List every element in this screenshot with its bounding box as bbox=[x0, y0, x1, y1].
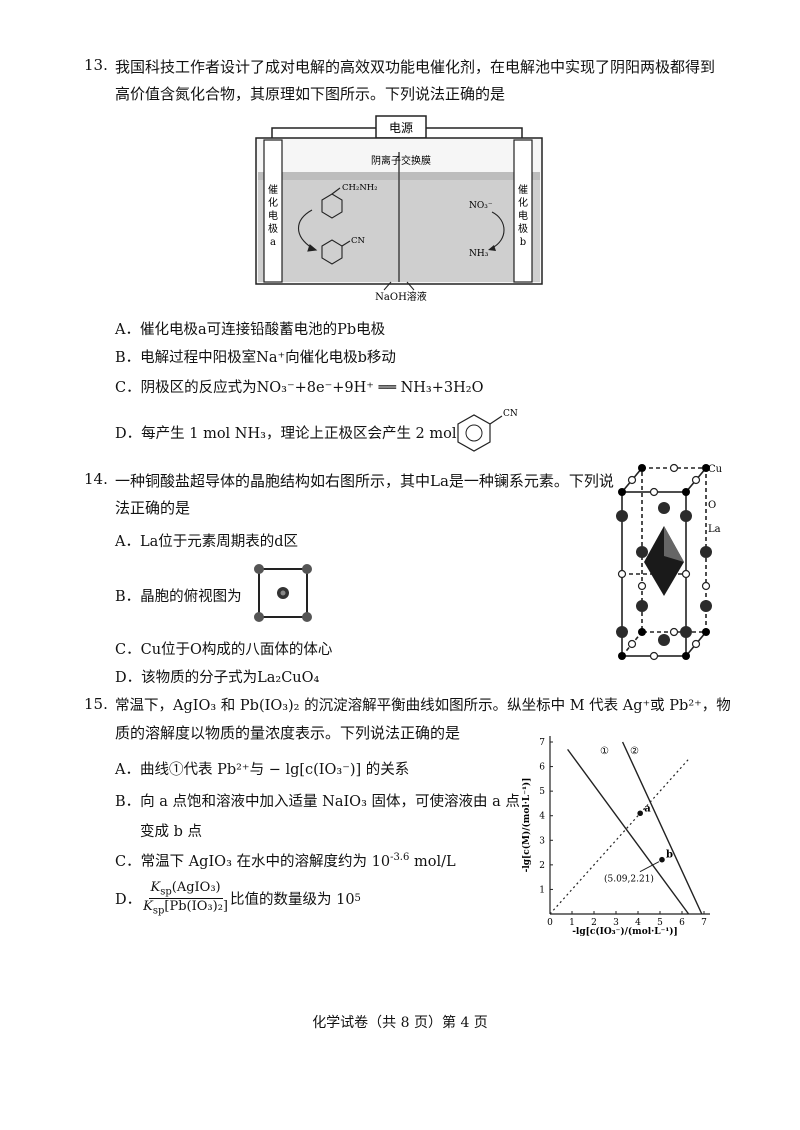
electrode-b-char5: b bbox=[520, 237, 526, 248]
ksp-num-k: K bbox=[150, 880, 161, 895]
electrolysis-diagram: 电源 阴离子交换膜 催 化 电 极 a 催 化 电 极 b CH₂NH₂ CN … bbox=[255, 115, 543, 303]
q15-option-c-text: C．常温下 AgIO₃ 在水中的溶解度约为 10 bbox=[115, 854, 391, 870]
point-b-annotation: (5.09,2.21) bbox=[604, 874, 654, 885]
electrode-b-char4: 极 bbox=[518, 222, 528, 235]
ksp-den-sub: sp bbox=[152, 905, 165, 917]
legend-la: La bbox=[708, 524, 721, 535]
y-tick-label: 5 bbox=[539, 787, 545, 797]
q13-option-b: B．电解过程中阳极室Na⁺向催化电极b移动 bbox=[115, 350, 396, 366]
q15-option-b-line2: 变成 b 点 bbox=[140, 824, 202, 840]
membrane-label: 阴离子交换膜 bbox=[371, 154, 431, 167]
q13-stem-line1: 我国科技工作者设计了成对电解的高效双功能电催化剂，在电解池中实现了阴阳两极都得到 bbox=[115, 58, 716, 76]
solubility-chart: 0 1 2 3 4 5 6 7 1 2 3 4 5 6 7 a b (5.09,2.21) -lg[c(IO… bbox=[521, 736, 710, 937]
series-line-1 bbox=[567, 748, 690, 915]
q14-stem-line1: 一种铜酸盐超导体的晶胞结构如右图所示，其中La是一种镧系元素。下列说 bbox=[115, 472, 614, 490]
series-line-3 bbox=[549, 758, 690, 915]
q13-option-a: A．催化电极a可连接铅酸蓄电池的Pb电极 bbox=[115, 322, 386, 338]
ksp-den-k: K bbox=[143, 898, 153, 914]
ksp-den-arg: [Pb(IO₃)₂] bbox=[164, 898, 228, 914]
q14-option-b: B．晶胞的俯视图为 bbox=[115, 589, 242, 605]
x-tick-label: 4 bbox=[635, 918, 641, 928]
q15-option-b-line1: B．向 a 点饱和溶液中加入适量 NaIO₃ 固体，可使溶液由 a 点 bbox=[115, 794, 520, 810]
q13-number: 13. bbox=[84, 56, 108, 74]
electrode-a-char1: 催 bbox=[268, 183, 278, 196]
benzonitrile-structure: CN bbox=[457, 409, 518, 452]
y-tick-label: 2 bbox=[539, 861, 545, 871]
electrode-b-char1: 催 bbox=[518, 183, 528, 196]
q13-stem-line2: 高价值含氮化合物，其原理如下图所示。下列说法正确的是 bbox=[115, 85, 506, 103]
x-tick-label: 3 bbox=[613, 918, 619, 928]
y-axis-label: -lg[c(M)/(mol·L⁻¹)] bbox=[521, 778, 532, 873]
ksp-num-sub: sp bbox=[160, 886, 172, 898]
left-bottom-formula: CN bbox=[351, 236, 366, 246]
x-tick-label: 7 bbox=[701, 918, 707, 928]
q15-number: 15. bbox=[84, 695, 108, 713]
x-tick-label: 2 bbox=[591, 918, 597, 928]
point-b-label: b bbox=[666, 850, 673, 861]
q15-option-a: A．曲线①代表 Pb²⁺与 − lg[c(IO₃⁻)] 的关系 bbox=[115, 762, 410, 778]
legend-o: O bbox=[708, 500, 716, 511]
y-tick-label: 6 bbox=[539, 763, 545, 773]
y-tick-label: 1 bbox=[539, 885, 545, 895]
benzonitrile-cn: CN bbox=[503, 409, 518, 419]
electrode-a-char5: a bbox=[270, 237, 276, 248]
q15-option-c: C．常温下 AgIO₃ 在水中的溶解度约为 10-3.6 mol/L bbox=[115, 850, 456, 871]
electrode-b-char3: 电 bbox=[518, 209, 528, 222]
q13-option-c: C．阴极区的反应式为NO₃⁻+8e⁻+9H⁺ ══ NH₃+3H₂O bbox=[115, 380, 484, 396]
q15-option-d-label: D． bbox=[115, 891, 142, 908]
q15-option-c-exponent: -3.6 bbox=[390, 852, 410, 864]
electrode-a-char4: 极 bbox=[268, 222, 278, 235]
power-label: 电源 bbox=[389, 121, 413, 135]
legend-cu: Cu bbox=[708, 464, 723, 475]
point-a bbox=[637, 810, 643, 817]
ksp-ratio: Ksp(AgIO₃) Ksp[Pb(IO₃)₂] bbox=[141, 880, 230, 916]
x-tick-label: 6 bbox=[679, 918, 685, 928]
q14-option-a: A．La位于元素周期表的d区 bbox=[115, 534, 299, 550]
x-tick-label: 5 bbox=[657, 918, 663, 928]
series-line-2 bbox=[621, 741, 703, 915]
x-tick-label: 1 bbox=[569, 918, 575, 928]
q14-stem-line2: 法正确的是 bbox=[115, 499, 191, 517]
q15-option-d-exponent: 5 bbox=[354, 892, 361, 904]
left-top-formula: CH₂NH₂ bbox=[342, 183, 378, 193]
x-axis-label: -lg[c(IO₃⁻)/(mol·L⁻¹)] bbox=[572, 926, 678, 937]
point-a-label: a bbox=[644, 803, 651, 814]
x-tick-label: 0 bbox=[547, 918, 553, 928]
annotation-arrow bbox=[639, 861, 660, 873]
top-view-figure bbox=[254, 564, 312, 622]
electrode-a-char3: 电 bbox=[268, 209, 278, 222]
q15-stem-line1: 常温下，AgIO₃ 和 Pb(IO₃)₂ 的沉淀溶解平衡曲线如图所示。纵坐标中 … bbox=[115, 698, 731, 714]
q14-option-c: C．Cu位于O构成的八面体的体心 bbox=[115, 642, 333, 658]
solution-label: NaOH溶液 bbox=[375, 290, 427, 303]
electrode-a-char2: 化 bbox=[268, 196, 278, 209]
right-top-formula: NO₃⁻ bbox=[469, 201, 493, 211]
point-b bbox=[659, 856, 665, 863]
q15-option-d-tail: 比值的数量级为 10 bbox=[229, 891, 355, 908]
q13-option-d: D．每产生 1 mol NH₃，理论上正极区会产生 2 mol bbox=[115, 426, 457, 442]
page-footer: 化学试卷（共 8 页）第 4 页 bbox=[312, 1015, 488, 1031]
ksp-num-arg: (AgIO₃) bbox=[171, 880, 221, 895]
curve-1-label: ① bbox=[600, 746, 609, 757]
crystal-cell-figure: Cu O La bbox=[616, 463, 723, 661]
y-tick-label: 7 bbox=[539, 738, 545, 748]
q15-option-c-unit: mol/L bbox=[409, 854, 456, 870]
y-tick-label: 4 bbox=[539, 812, 545, 822]
q15-stem-line2: 质的溶解度以物质的量浓度表示。下列说法正确的是 bbox=[115, 724, 461, 742]
electrode-b-char2: 化 bbox=[518, 196, 528, 209]
y-tick-label: 3 bbox=[539, 836, 545, 846]
q14-option-d: D．该物质的分子式为La₂CuO₄ bbox=[115, 670, 320, 686]
q14-number: 14. bbox=[84, 470, 108, 488]
curve-2-label: ② bbox=[630, 746, 639, 757]
right-bottom-formula: NH₃ bbox=[469, 249, 489, 259]
